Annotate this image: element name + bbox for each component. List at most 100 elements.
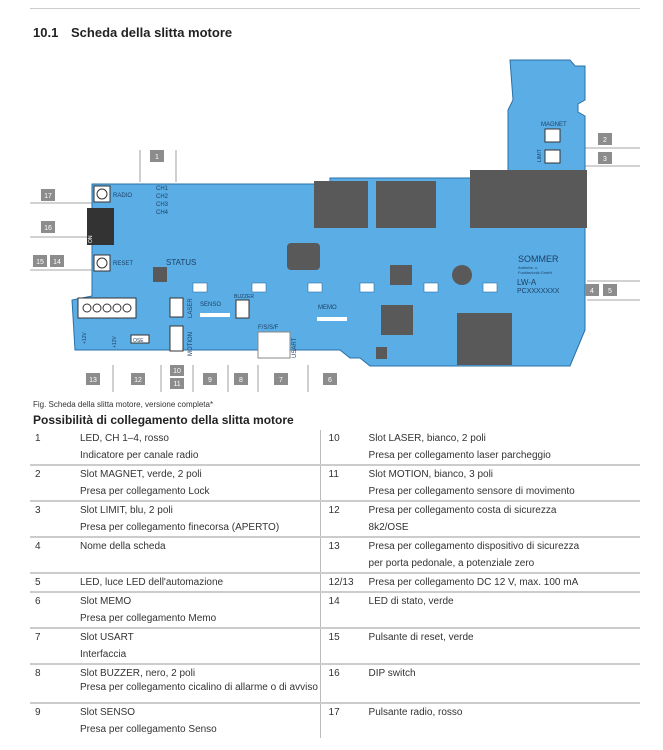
description-line: 8k2/OSE [368, 522, 409, 533]
item-description: Pulsante di reset, verde [369, 629, 640, 663]
item-number: 5 [35, 577, 41, 588]
serial-label: PCXXXXXXX [517, 288, 560, 295]
callout-15: 15 [36, 259, 44, 266]
terminal-block [77, 297, 137, 319]
description-line: LED, luce LED dell'automazione [80, 577, 224, 588]
callout-9: 9 [208, 377, 212, 384]
callout-16: 16 [44, 225, 52, 232]
ch4-label: CH4 [156, 210, 169, 216]
item-description: LED, luce LED dell'automazione [80, 574, 320, 591]
radio-button[interactable] [93, 185, 111, 203]
description-line: Presa per collegamento Senso [80, 724, 217, 735]
dip-on-label: ON [88, 235, 94, 243]
figure-caption: Fig. Scheda della slitta motore, version… [33, 400, 214, 409]
terminal-screws [82, 303, 132, 313]
motion-label: MOTION [188, 332, 194, 356]
connector-block [470, 170, 587, 228]
description-line: Pulsante di reset, verde [368, 632, 474, 643]
description-line: DIP switch [368, 668, 416, 679]
callout-12: 12 [134, 377, 142, 384]
capacitor [452, 265, 472, 285]
fssf-label: F/S/S/F [258, 325, 279, 331]
dip-switch[interactable] [87, 208, 114, 245]
chip-mid [381, 305, 413, 335]
callout-3: 3 [603, 156, 607, 163]
description-line: Presa per collegamento Memo [80, 613, 217, 624]
description-line: Nome della scheda [80, 541, 166, 552]
callout-7: 7 [279, 377, 283, 384]
ose-label: OSE [133, 338, 144, 344]
description-line: Slot MEMO [80, 596, 132, 607]
v12b-label: +12V [112, 336, 118, 348]
ose-label-box [130, 334, 150, 344]
limit-label: LIMIT [537, 149, 543, 162]
item-description: Presa per collegamento dispositivo di si… [369, 538, 640, 572]
description-line: Presa per collegamento costa di sicurezz… [368, 505, 557, 516]
senso-label: SENSO [200, 302, 221, 308]
transistor [153, 267, 167, 282]
callout-11: 11 [173, 381, 180, 388]
item-number: 11 [328, 469, 339, 480]
description-line: Slot USART [80, 632, 134, 643]
item-number: 3 [35, 505, 41, 516]
item-number: 7 [35, 632, 41, 643]
callout-13: 13 [89, 377, 97, 384]
description-line: LED, CH 1–4, rosso [80, 433, 169, 444]
brand-sub2: Funktechnik GmbH [518, 270, 552, 275]
description-line: Presa per collegamento finecorsa (APERTO… [80, 522, 280, 533]
senso-slot [200, 313, 230, 317]
item-number: 8 [35, 668, 41, 679]
ch1-label: CH1 [156, 186, 169, 192]
callout-6: 6 [328, 377, 332, 384]
section-title-text: Scheda della slitta motore [71, 25, 233, 40]
magnet-slot [544, 128, 561, 143]
magnet-label: MAGNET [541, 122, 567, 128]
relay-1 [314, 181, 368, 228]
brand-sub1: Antriebs- u. [518, 265, 538, 270]
item-description: Presa per collegamento DC 12 V, max. 100… [369, 574, 640, 591]
status-label: STATUS [166, 258, 196, 267]
item-number: 12/13 [328, 577, 354, 588]
item-number: 14 [328, 596, 340, 607]
chip-main [457, 313, 512, 365]
reset-button[interactable] [93, 254, 111, 272]
memo-label: MEMO [318, 305, 337, 311]
top-rule [30, 8, 640, 9]
description-line: Slot MOTION, bianco, 3 poli [368, 469, 494, 480]
item-number: 10 [328, 433, 340, 444]
description-line: Slot MAGNET, verde, 2 poli [80, 469, 202, 480]
callout-14: 14 [53, 259, 61, 266]
table-heading: Possibilità di collegamento della slitta… [33, 413, 294, 427]
item-number: 13 [328, 541, 340, 552]
item-description: Nome della scheda [80, 538, 320, 572]
item-description: DIP switch [369, 665, 640, 702]
table-row: 5 LED, luce LED dell'automazione 12/13 Pres… [30, 574, 640, 593]
chip-small [390, 265, 412, 285]
chip-tiny [376, 347, 387, 359]
usart-slot [257, 331, 291, 359]
led-lights [192, 282, 498, 293]
